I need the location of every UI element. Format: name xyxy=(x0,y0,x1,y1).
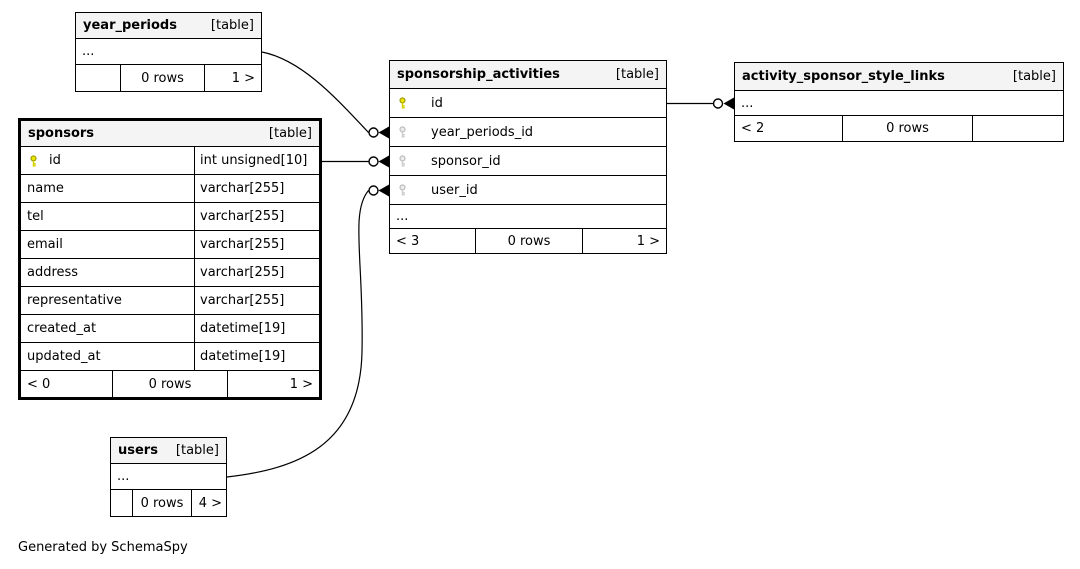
table-name: year_periods xyxy=(83,18,177,33)
column-type: datetime[19] xyxy=(200,321,286,336)
column-row-representative: representative varchar[255] xyxy=(21,287,319,315)
foreign-key-icon xyxy=(396,183,409,197)
table-header: sponsors [table] xyxy=(21,121,319,147)
table-tag: [table] xyxy=(175,443,219,458)
column-type: varchar[255] xyxy=(200,265,285,280)
column-name: year_periods_id xyxy=(431,124,534,140)
table-node-year-periods[interactable]: year_periods [table] ... 0 rows 1 > xyxy=(75,12,262,92)
footer-parents-count: 1 > xyxy=(227,371,319,397)
table-footer: < 2 0 rows xyxy=(735,116,1063,141)
footer-children-count: < 3 xyxy=(396,233,420,249)
footer-children-count: < 2 xyxy=(741,121,765,136)
column-name: tel xyxy=(27,209,44,224)
table-node-activity-sponsor-style-links[interactable]: activity_sponsor_style_links [table] ...… xyxy=(734,62,1064,142)
column-row-id: id xyxy=(390,89,666,118)
footer-parents-count: 4 > xyxy=(191,490,226,516)
column-row-email: email varchar[255] xyxy=(21,231,319,259)
column-name: id xyxy=(431,95,443,111)
footer-row-count: 0 rows xyxy=(112,371,227,397)
column-name: sponsor_id xyxy=(431,153,501,169)
footer-parents-count: 1 > xyxy=(204,65,261,91)
edge-sponsorship-activities-to-style-links xyxy=(667,97,734,110)
column-row-sponsor-id: sponsor_id xyxy=(390,147,666,176)
column-row-tel: tel varchar[255] xyxy=(21,203,319,231)
table-name: users xyxy=(118,443,158,458)
collapsed-columns-row: ... xyxy=(76,39,261,65)
collapsed-columns-row: ... xyxy=(390,205,666,229)
column-type: varchar[255] xyxy=(200,209,285,224)
foreign-key-icon xyxy=(396,125,409,139)
table-header: sponsorship_activities [table] xyxy=(390,61,666,89)
footer-children-count xyxy=(111,490,132,516)
column-name: email xyxy=(27,237,63,252)
footer-row-count: 0 rows xyxy=(120,65,204,91)
table-name: sponsorship_activities xyxy=(397,67,560,82)
table-node-sponsors[interactable]: sponsors [table] id int unsigned[10] nam… xyxy=(18,118,322,400)
column-row-address: address varchar[255] xyxy=(21,259,319,287)
table-header: activity_sponsor_style_links [table] xyxy=(735,63,1063,91)
column-row-user-id: user_id xyxy=(390,176,666,205)
table-name: sponsors xyxy=(28,126,95,141)
collapsed-columns-row: ... xyxy=(111,464,226,490)
table-tag: [table] xyxy=(615,67,659,82)
column-type: varchar[255] xyxy=(200,181,285,196)
table-footer: 0 rows 1 > xyxy=(76,65,261,91)
column-row-created-at: created_at datetime[19] xyxy=(21,315,319,343)
footer-parents-count xyxy=(972,116,1063,141)
table-tag: [table] xyxy=(1012,69,1056,84)
table-footer: < 3 0 rows 1 > xyxy=(390,229,666,253)
footer-parents-count: 1 > xyxy=(582,229,666,253)
table-node-sponsorship-activities[interactable]: sponsorship_activities [table] id year_p… xyxy=(389,60,667,254)
column-row-id: id int unsigned[10] xyxy=(21,147,319,175)
edge-sponsors-to-sponsorship-activities xyxy=(322,155,389,168)
column-name: address xyxy=(27,265,79,280)
column-name: created_at xyxy=(27,321,97,336)
column-name: user_id xyxy=(431,182,478,198)
primary-key-icon xyxy=(396,96,409,110)
table-footer: 0 rows 4 > xyxy=(111,490,226,516)
footer-row-count: 0 rows xyxy=(132,490,191,516)
footer-row-count: 0 rows xyxy=(475,229,582,253)
column-row-updated-at: updated_at datetime[19] xyxy=(21,343,319,371)
footer-row-count: 0 rows xyxy=(842,116,972,141)
generated-by-note: Generated by SchemaSpy xyxy=(18,540,188,555)
table-tag: [table] xyxy=(210,18,254,33)
footer-children-count: < 0 xyxy=(27,376,51,392)
primary-key-icon xyxy=(27,154,40,168)
table-name: activity_sponsor_style_links xyxy=(742,69,945,84)
column-row-year-periods-id: year_periods_id xyxy=(390,118,666,147)
column-type: varchar[255] xyxy=(200,293,285,308)
collapsed-columns-row: ... xyxy=(735,91,1063,116)
column-type: datetime[19] xyxy=(200,349,286,364)
column-name: representative xyxy=(27,293,122,308)
table-footer: < 0 0 rows 1 > xyxy=(21,371,319,397)
table-tag: [table] xyxy=(268,126,312,141)
table-header: year_periods [table] xyxy=(76,13,261,39)
footer-children-count xyxy=(76,65,120,91)
column-type: varchar[255] xyxy=(200,237,285,252)
column-type: int unsigned[10] xyxy=(200,153,308,168)
table-node-users[interactable]: users [table] ... 0 rows 4 > xyxy=(110,437,227,517)
table-header: users [table] xyxy=(111,438,226,464)
column-name: updated_at xyxy=(27,349,101,364)
column-name: id xyxy=(49,153,61,168)
column-row-name: name varchar[255] xyxy=(21,175,319,203)
column-name: name xyxy=(27,181,64,196)
foreign-key-icon xyxy=(396,154,409,168)
